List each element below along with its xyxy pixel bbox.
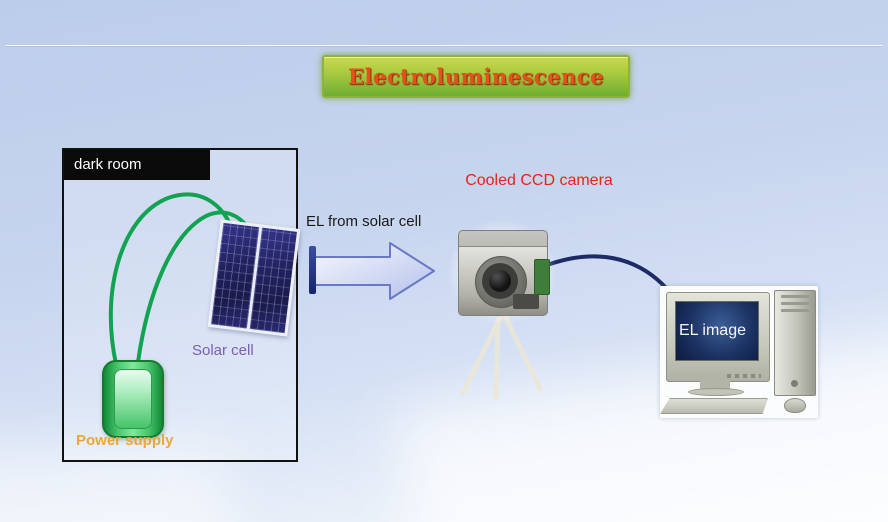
tower-slot xyxy=(781,302,809,305)
power-supply-image xyxy=(102,360,164,438)
camera-lens-core xyxy=(489,270,511,292)
camera-body xyxy=(458,230,550,316)
camera-circuit-board xyxy=(534,259,550,295)
monitor-stand-base xyxy=(688,388,744,396)
arrow-tail-bar xyxy=(309,246,316,294)
slide-title: Electroluminescence xyxy=(348,64,604,89)
dark-room-header: dark room xyxy=(64,150,210,180)
tower-slot xyxy=(781,295,809,298)
mouse xyxy=(784,398,806,413)
monitor-buttons xyxy=(727,374,761,378)
solar-cell-label: Solar cell xyxy=(192,342,254,359)
dark-room-box: dark room Solar cell Power supply xyxy=(62,148,301,462)
monitor-stand xyxy=(700,380,730,389)
solar-cell-image xyxy=(207,219,301,337)
divider-line xyxy=(6,45,882,46)
el-image-label: EL image xyxy=(679,322,746,339)
camera-top-strip xyxy=(459,231,547,247)
monitor-screen: EL image xyxy=(675,301,759,361)
cooled-ccd-camera-label: Cooled CCD camera xyxy=(465,172,613,189)
block-arrow-right xyxy=(309,242,435,300)
computer-image: EL image xyxy=(660,286,818,418)
keyboard xyxy=(660,398,768,414)
camera-module xyxy=(513,294,539,309)
dark-room-label: dark room xyxy=(74,156,142,173)
computer-tower xyxy=(774,290,816,396)
power-supply-inner xyxy=(114,369,152,429)
tower-slot xyxy=(781,309,809,312)
ccd-camera-image xyxy=(448,220,556,324)
el-from-solar-cell-label: EL from solar cell xyxy=(306,213,422,230)
tower-power-button xyxy=(791,380,798,387)
title-banner: Electroluminescence xyxy=(322,55,630,98)
monitor: EL image xyxy=(666,292,770,382)
power-supply-label: Power supply xyxy=(76,432,174,449)
